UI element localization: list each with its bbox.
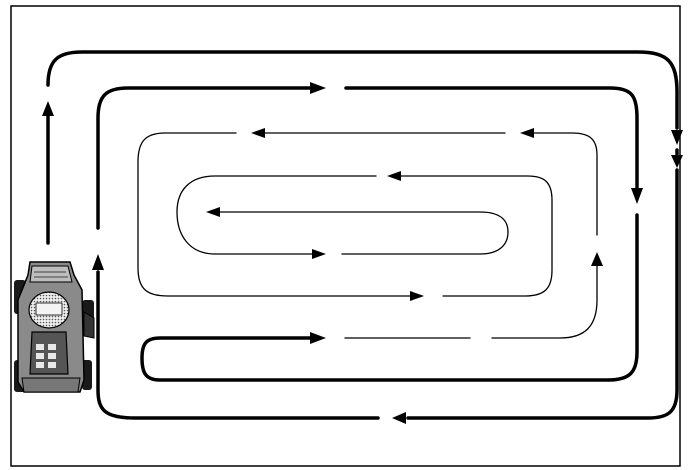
arrows-lap-2: [310, 82, 643, 344]
arrow-icon: [92, 254, 104, 270]
arrow-icon: [671, 155, 683, 168]
arrow-icon: [392, 412, 406, 424]
arrows-lap-3: [206, 128, 534, 301]
arrow-icon: [310, 82, 326, 94]
riding-mower-icon: [14, 261, 95, 393]
path-lap-1b: [96, 168, 679, 420]
arrow-icon: [312, 249, 326, 259]
arrow-icon: [387, 171, 401, 181]
arrow-icon: [671, 130, 683, 145]
arrows-lap-1: [42, 101, 683, 168]
path-lap-2: [96, 86, 639, 382]
path-lap-2-thin: [344, 261, 598, 339]
arrow-icon: [631, 188, 643, 204]
arrow-icon: [591, 252, 603, 266]
lawn-border: [10, 5, 681, 467]
arrow-icon: [520, 128, 534, 138]
arrows-lap-1b: [92, 254, 406, 424]
path-lap-3: [137, 132, 598, 297]
arrow-icon: [310, 332, 326, 344]
lap1-corner-top-left: [46, 50, 679, 130]
arrow-icon: [206, 207, 220, 217]
arrow-icon: [410, 291, 424, 301]
arrow-icon: [42, 101, 54, 116]
arrow-icon: [251, 128, 265, 138]
